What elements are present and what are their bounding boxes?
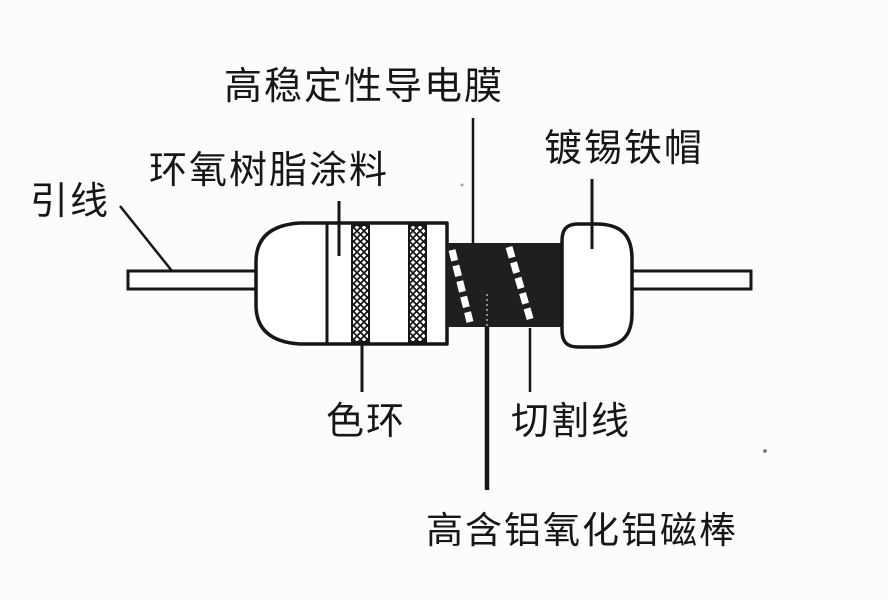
color-ring-band-2	[408, 224, 427, 343]
conductive-film-section	[447, 243, 563, 327]
label-tin-plated-cap: 镀锡铁帽	[544, 128, 705, 170]
scan-speck	[460, 183, 464, 187]
spiral-cut-stripe-1	[448, 249, 474, 323]
color-ring-band-1	[351, 224, 370, 343]
label-cutting-line: 切割线	[511, 401, 632, 443]
spiral-cut-stripe-2	[505, 246, 535, 323]
label-lead-wire: 引线	[30, 181, 111, 223]
label-color-ring: 色环	[326, 401, 407, 443]
left-lead-wire	[126, 269, 260, 291]
scan-speck	[763, 449, 767, 453]
lead-wire-leader-line	[119, 205, 173, 272]
label-epoxy-coating: 环氧树脂涂料	[149, 150, 390, 192]
tin-plated-cap-shape	[560, 222, 634, 349]
label-alumina-rod: 高含铝氧化铝磁棒	[426, 511, 738, 552]
right-lead-wire	[628, 269, 753, 291]
label-conductive-film: 高稳定性导电膜	[224, 66, 505, 108]
